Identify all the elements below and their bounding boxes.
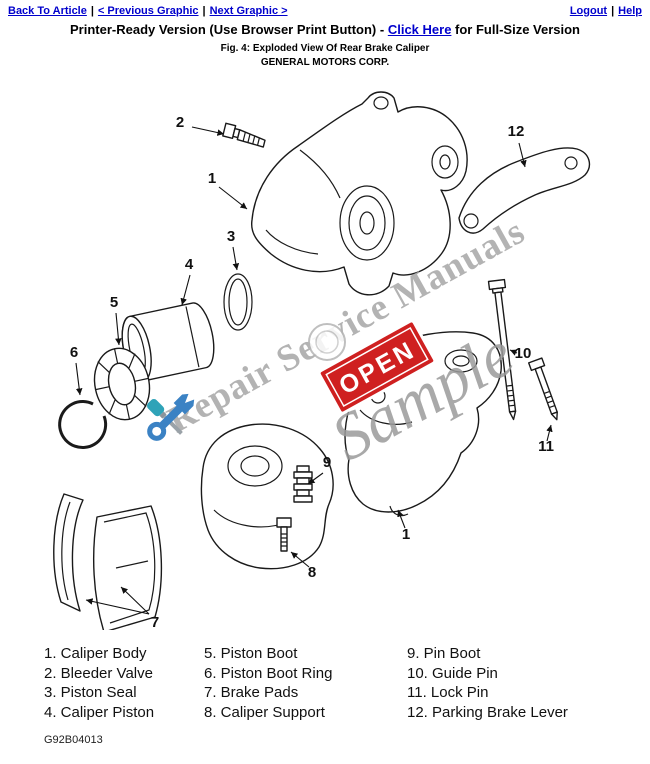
legend-item-5: 5. Piston Boot xyxy=(204,645,298,662)
brake-pads-part xyxy=(53,493,163,630)
company-name: GENERAL MOTORS CORP. xyxy=(260,57,390,68)
part-label-12: 12 xyxy=(508,123,525,140)
caliper-support-center-part xyxy=(200,423,334,570)
part-label-10: 10 xyxy=(515,345,532,362)
legend-column-2: 5. Piston Boot 6. Piston Boot Ring 7. Br… xyxy=(204,644,407,722)
legend-item-3: 3. Piston Seal xyxy=(44,684,137,701)
part-number-labels: 2 1 12 3 4 5 6 7 9 8 1 10 11 xyxy=(70,114,554,630)
piston-boot-part xyxy=(93,347,151,421)
legend-item-9: 9. Pin Boot xyxy=(407,645,481,662)
fullsize-text: for Full-Size Version xyxy=(451,22,580,37)
part-label-7: 7 xyxy=(151,614,159,630)
logout-link[interactable]: Logout xyxy=(569,5,608,17)
brake-caliper-exploded-diagram: 2 1 12 3 4 5 6 7 9 8 1 10 11 Repair Serv… xyxy=(53,91,591,630)
nav-left-group: Back To Article|< Previous Graphic|Next … xyxy=(8,5,288,17)
figure-title: Fig. 4: Exploded View Of Rear Brake Cali… xyxy=(220,43,430,54)
caliper-body-part xyxy=(250,91,468,296)
part-label-1-bottom: 1 xyxy=(402,526,410,543)
top-nav-bar: Back To Article|< Previous Graphic|Next … xyxy=(0,0,650,19)
sticker-badge xyxy=(308,323,346,361)
pin-boot-part xyxy=(293,465,313,503)
part-label-9: 9 xyxy=(323,454,331,471)
nav-separator: | xyxy=(90,5,94,17)
part-callout-lines xyxy=(75,126,553,615)
part-label-6: 6 xyxy=(70,344,78,361)
legend-item-12: 12. Parking Brake Lever xyxy=(407,703,568,721)
previous-graphic-link[interactable]: < Previous Graphic xyxy=(97,5,199,17)
next-graphic-link[interactable]: Next Graphic > xyxy=(209,5,288,17)
printer-version-text: Printer-Ready Version (Use Browser Print… xyxy=(69,22,388,37)
support-bolt-part xyxy=(276,517,292,552)
click-here-link[interactable]: Click Here xyxy=(387,22,452,37)
legend-item-1: 1. Caliper Body xyxy=(44,645,147,662)
nav-right-group: Logout|Help xyxy=(570,5,642,17)
legend-item-2: 2. Bleeder Valve xyxy=(44,664,153,682)
legend-item-7: 7. Brake Pads xyxy=(204,684,299,701)
part-label-4: 4 xyxy=(185,256,194,273)
legend-item-4: 4. Caliper Piston xyxy=(44,703,155,721)
back-to-article-link[interactable]: Back To Article xyxy=(8,5,87,17)
part-label-3: 3 xyxy=(227,228,235,245)
piston-boot-ring-part xyxy=(58,400,108,450)
part-label-11: 11 xyxy=(538,438,554,455)
lock-pin-part xyxy=(527,357,558,421)
part-label-5: 5 xyxy=(110,294,118,311)
legend-item-6: 6. Piston Boot Ring xyxy=(204,664,333,682)
part-label-8: 8 xyxy=(308,564,316,581)
legend-column-3: 9. Pin Boot 10. Guide Pin 11. Lock Pin 1… xyxy=(407,644,627,722)
legend-column-1: 1. Caliper Body 2. Bleeder Valve 3. Pist… xyxy=(44,644,204,722)
legend-item-11: 11. Lock Pin xyxy=(407,684,489,701)
part-label-1-top: 1 xyxy=(208,170,216,187)
guide-pin-part xyxy=(487,278,517,421)
bleeder-valve-part xyxy=(222,122,266,148)
nav-separator: | xyxy=(611,5,615,17)
piston-seal-part xyxy=(223,273,253,331)
part-label-2: 2 xyxy=(176,114,184,131)
help-link[interactable]: Help xyxy=(618,5,642,17)
printer-version-line: Printer-Ready Version (Use Browser Print… xyxy=(0,22,650,37)
nav-separator: | xyxy=(202,5,206,17)
figure-code: G92B04013 xyxy=(44,734,103,746)
parts-legend: 1. Caliper Body 2. Bleeder Valve 3. Pist… xyxy=(0,644,650,722)
parking-brake-lever-part xyxy=(458,147,591,234)
legend-item-8: 8. Caliper Support xyxy=(204,703,325,721)
tools-logo-icon xyxy=(147,393,195,441)
legend-item-10: 10. Guide Pin xyxy=(407,664,498,682)
